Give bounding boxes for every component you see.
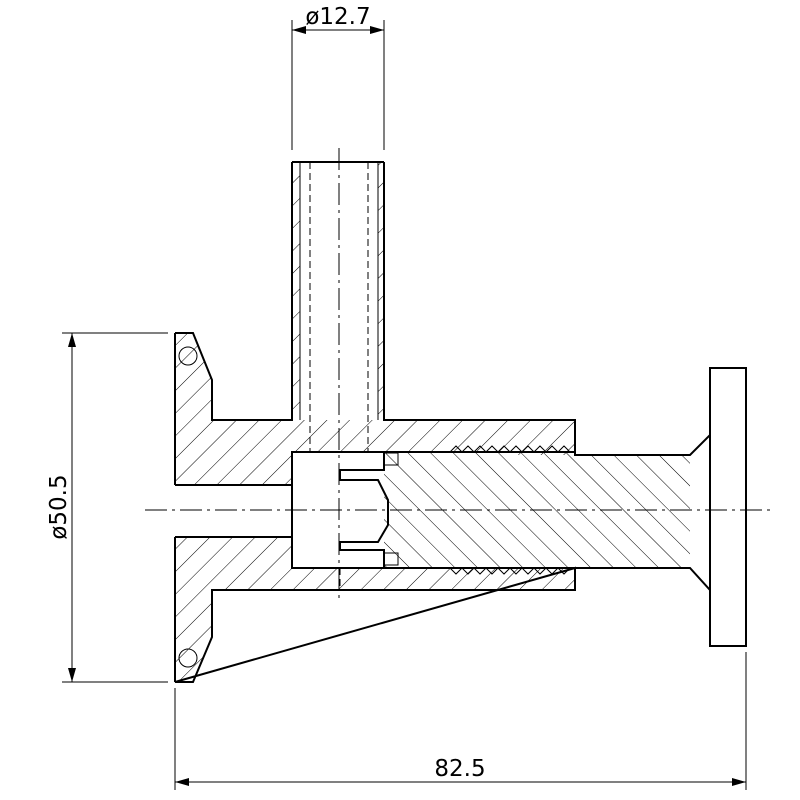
flange-diameter-label: ø50.5 xyxy=(46,474,72,539)
valve-stem-section xyxy=(384,432,711,593)
valve-body-section xyxy=(174,161,576,683)
seal-section xyxy=(291,451,399,569)
overall-length-dimension: 82.5 xyxy=(174,652,747,790)
flange-diameter-dimension: ø50.5 xyxy=(46,332,168,683)
tube-diameter-label: ø12.7 xyxy=(305,4,370,30)
overall-length-label: 82.5 xyxy=(434,756,485,782)
handle-knob xyxy=(709,367,747,647)
tube-diameter-dimension: ø12.7 xyxy=(291,4,385,150)
